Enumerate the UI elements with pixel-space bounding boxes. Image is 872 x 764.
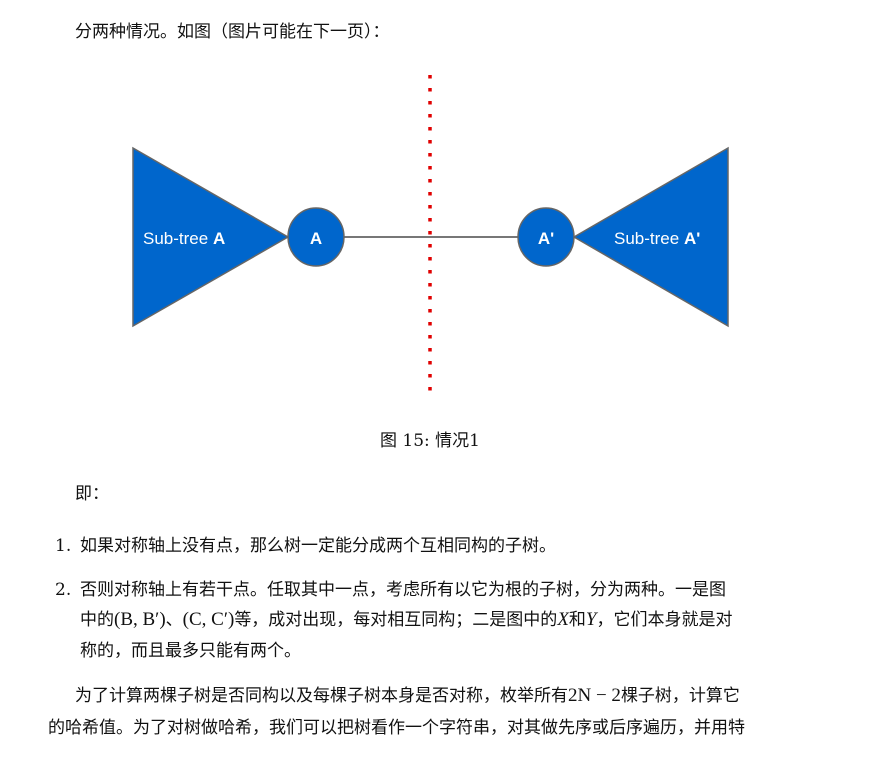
subtree-a-prime-triangle xyxy=(572,146,729,328)
list-number-1: 1. xyxy=(55,536,72,556)
ie-text: 即： xyxy=(75,484,109,504)
subtree-a-triangle xyxy=(132,146,290,328)
symmetry-figure: Sub-tree A A A' Sub-tree A' xyxy=(132,75,729,396)
node-a-label: A xyxy=(310,229,322,248)
subtree-a-prime-label: Sub-tree A' xyxy=(614,229,700,248)
node-a xyxy=(287,207,345,267)
list-number-2: 2. xyxy=(55,580,72,600)
subtree-a-label: Sub-tree A xyxy=(143,229,225,248)
figure-caption: 图 15: 情况1 xyxy=(380,431,480,451)
paragraph-line1: 为了计算两棵子树是否同构以及每棵子树本身是否对称，枚举所有2N − 2棵子树，计… xyxy=(75,685,740,707)
list-item-2-line3: 称的，而且最多只能有两个。 xyxy=(80,641,301,661)
list-item-2-line1: 否则对称轴上有若干点。任取其中一点，考虑所有以它为根的子树，分为两种。一是图 xyxy=(80,580,726,600)
list-item-1: 如果对称轴上没有点，那么树一定能分成两个互相同构的子树。 xyxy=(80,536,556,556)
node-a-prime-label: A' xyxy=(538,229,554,248)
node-a-prime xyxy=(517,207,575,267)
list-item-2-line2: 中的(B, B′)、(C, C′)等，成对出现，每对相互同构；二是图中的X和Y，… xyxy=(80,609,733,631)
intro-text: 分两种情况。如图（图片可能在下一页）： xyxy=(75,22,390,42)
paragraph-line2: 的哈希值。为了对树做哈希，我们可以把树看作一个字符串，对其做先序或后序遍历，并用… xyxy=(48,718,745,738)
